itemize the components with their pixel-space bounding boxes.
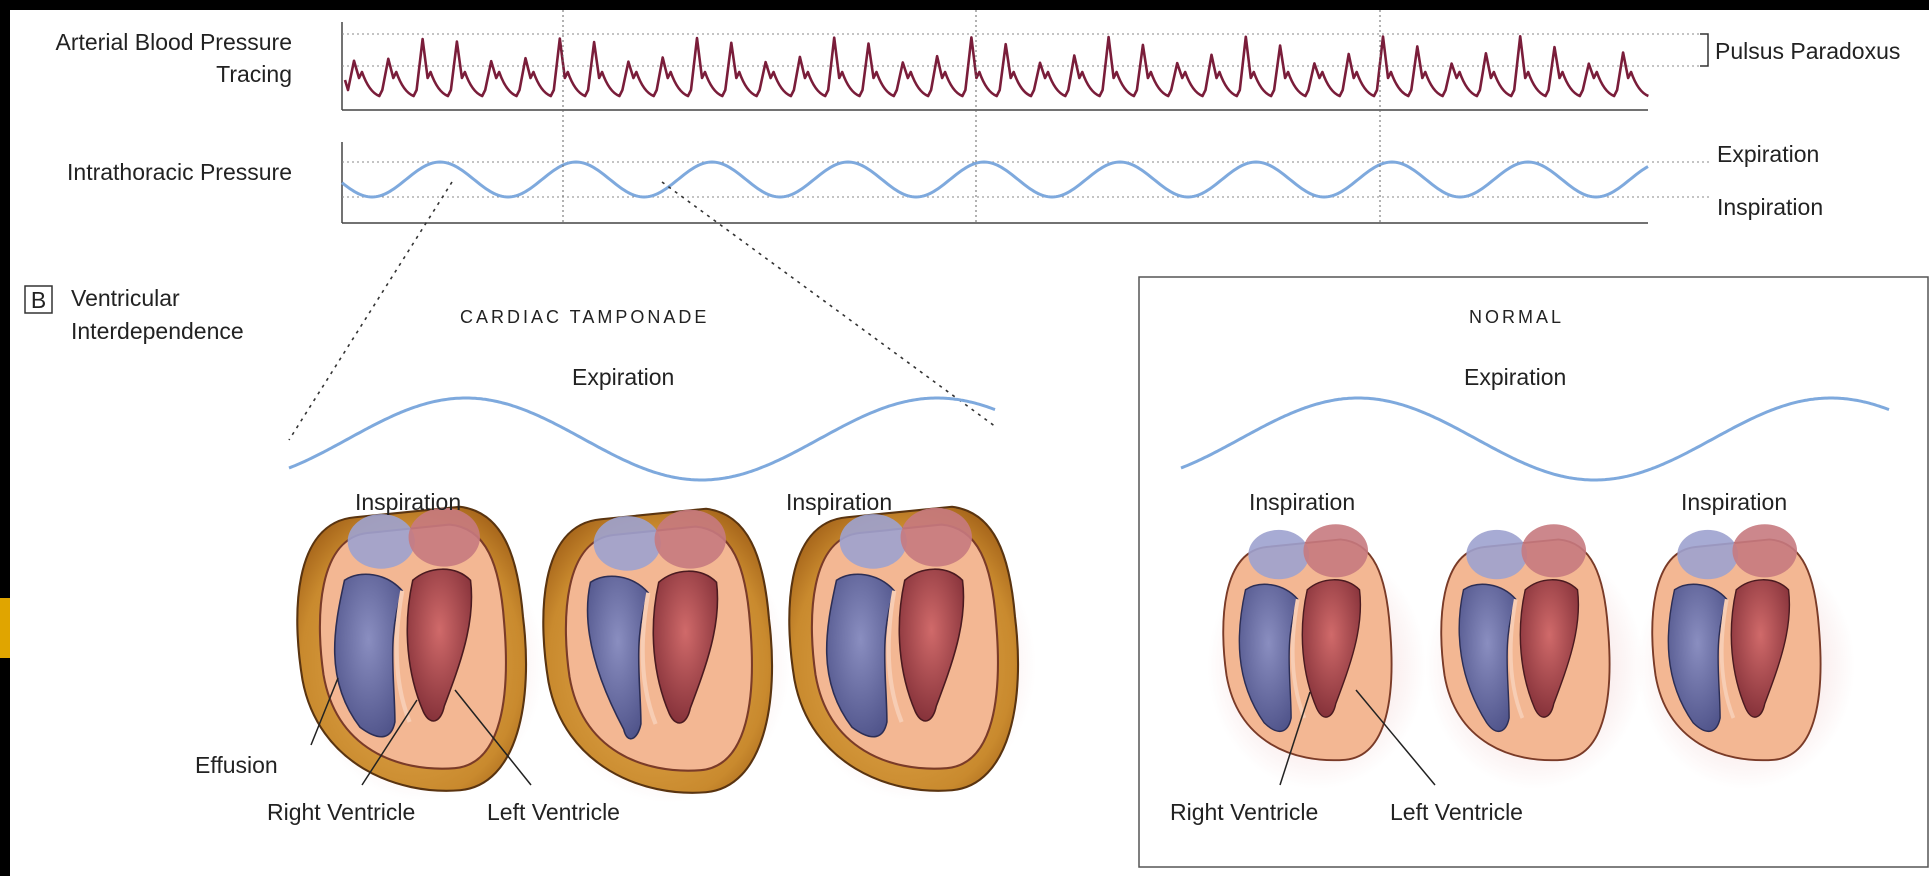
- normal-expiration-label: Expiration: [1464, 362, 1566, 393]
- abp-label-line1: Arterial Blood Pressure: [0, 27, 292, 58]
- tamponade-respiratory-curve: [289, 398, 995, 480]
- tamponade-heart-inspiration-right: [789, 507, 1036, 801]
- tamponade-inspiration-left: Inspiration: [355, 487, 461, 518]
- tamponade-heart-inspiration-left: [297, 507, 544, 801]
- arterial-pressure-trace: [345, 36, 1648, 96]
- effusion-label: Effusion: [195, 750, 278, 781]
- section-b-title-line2: Interdependence: [71, 316, 244, 347]
- section-b-title-line1: Ventricular: [71, 283, 180, 314]
- intrathoracic-pressure-panel: [342, 142, 1712, 223]
- itp-label: Intrathoracic Pressure: [0, 157, 292, 188]
- normal-right-ventricle-label: Right Ventricle: [1170, 797, 1318, 828]
- normal-inspiration-right: Inspiration: [1681, 487, 1787, 518]
- tamponade-heading: CARDIAC TAMPONADE: [460, 302, 709, 333]
- tamponade-inspiration-right: Inspiration: [786, 487, 892, 518]
- tamponade-left-ventricle-label: Left Ventricle: [487, 797, 620, 828]
- arterial-pressure-panel: [342, 22, 1708, 110]
- pulsus-bracket: [1700, 34, 1708, 66]
- normal-heading: NORMAL: [1469, 302, 1564, 333]
- normal-left-ventricle-label: Left Ventricle: [1390, 797, 1523, 828]
- inspiration-label: Inspiration: [1717, 192, 1823, 223]
- intrathoracic-pressure-wave: [342, 162, 1648, 197]
- normal-inspiration-left: Inspiration: [1249, 487, 1355, 518]
- section-b-badge: B: [25, 285, 52, 316]
- expiration-label: Expiration: [1717, 139, 1819, 170]
- abp-label-line2: Tracing: [0, 59, 292, 90]
- tamponade-right-ventricle-label: Right Ventricle: [267, 797, 415, 828]
- tamponade-expiration-label: Expiration: [572, 362, 674, 393]
- pulsus-paradoxus-label: Pulsus Paradoxus: [1715, 36, 1900, 67]
- tamponade-heart-expiration: [543, 509, 790, 803]
